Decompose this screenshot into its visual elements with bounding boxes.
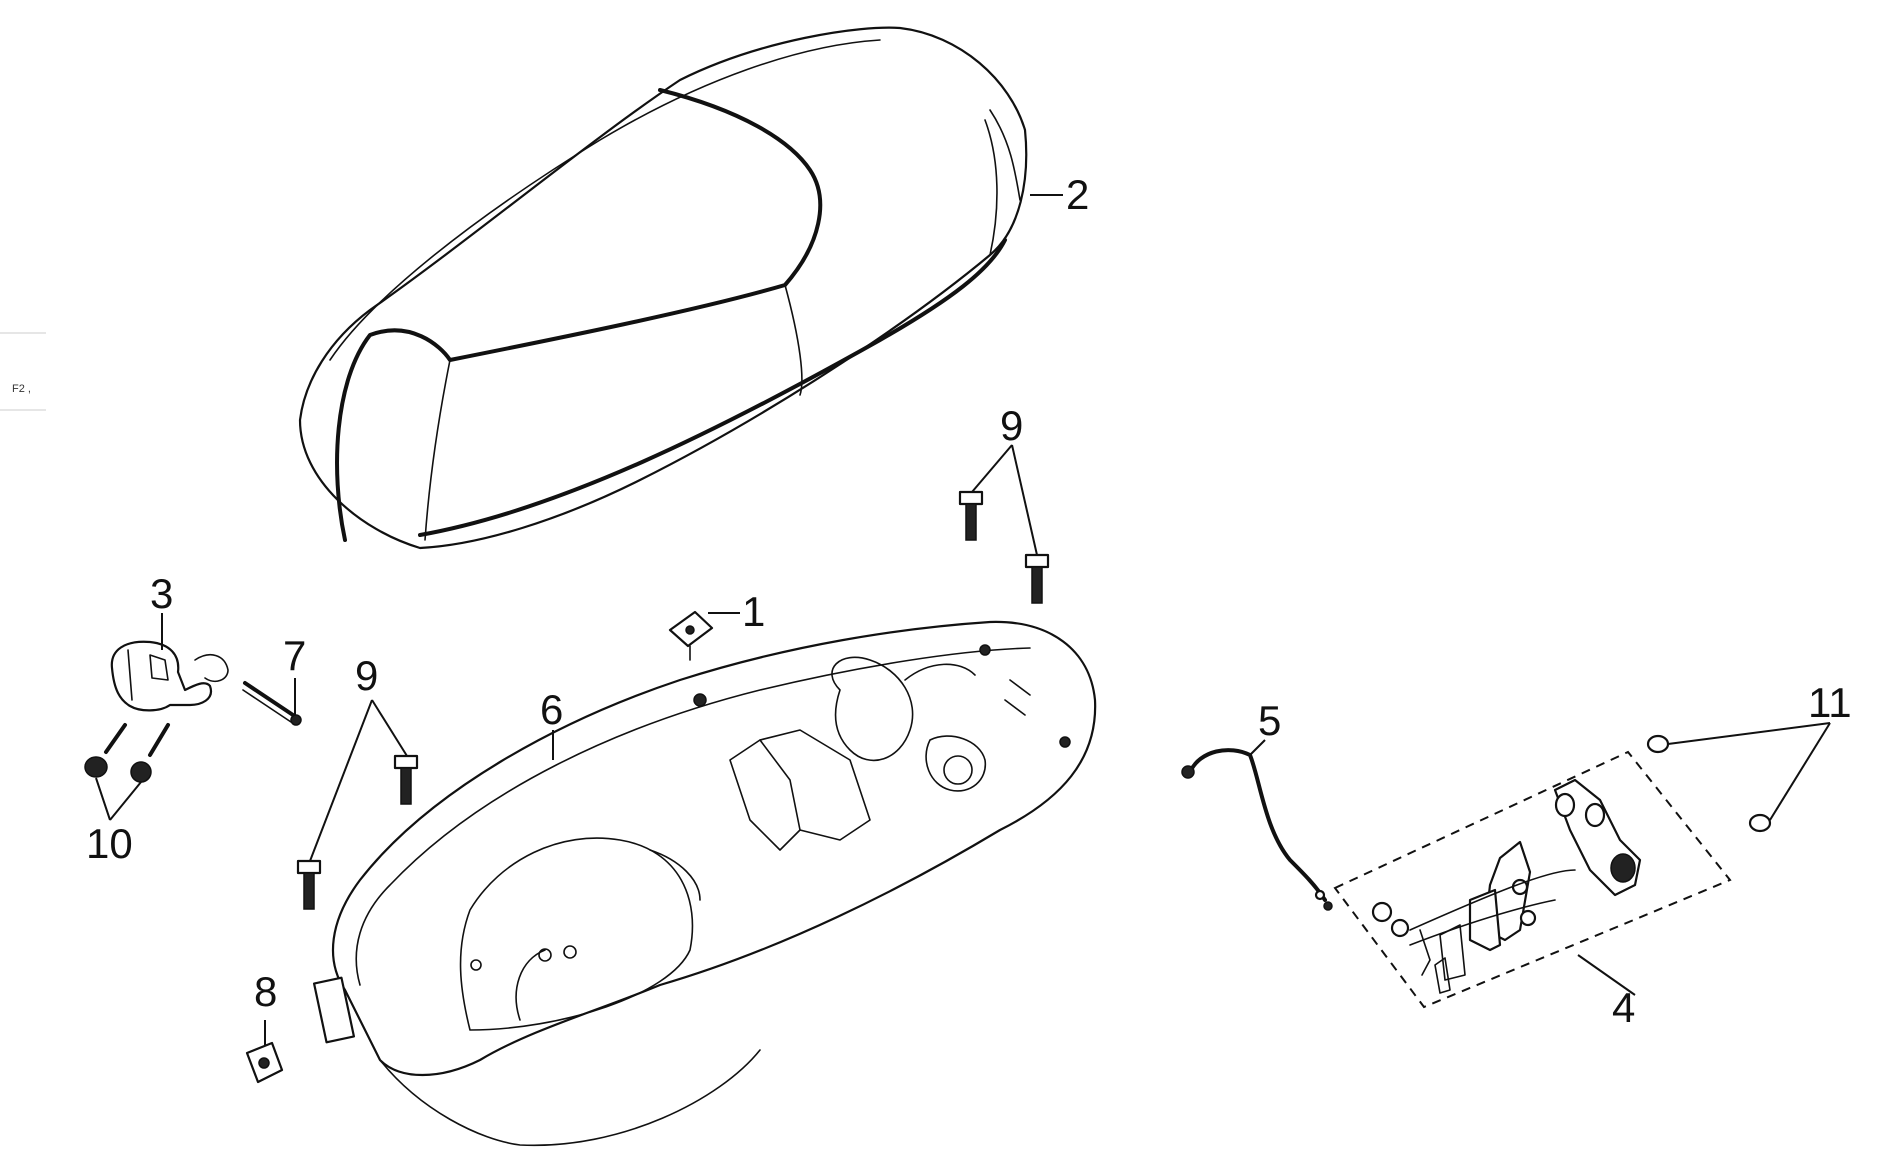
rod-part bbox=[242, 681, 302, 726]
callout-10: 10 bbox=[86, 820, 133, 867]
side-mark-text: F2 , bbox=[12, 383, 31, 395]
callout-3: 3 bbox=[150, 570, 173, 617]
lock-assembly-part bbox=[1333, 734, 1772, 1009]
seat-part bbox=[298, 26, 1028, 550]
callout-6: 6 bbox=[540, 686, 563, 733]
bolt-part-lower-left bbox=[393, 754, 419, 805]
bolt-part-lower-right bbox=[296, 859, 322, 910]
callout-4: 4 bbox=[1612, 984, 1635, 1031]
cable-part bbox=[1181, 748, 1333, 911]
plate-part bbox=[245, 1041, 284, 1084]
callout-2: 2 bbox=[1066, 171, 1089, 218]
callout-1: 1 bbox=[742, 588, 765, 635]
leader-lines bbox=[95, 194, 1831, 1045]
callout-9-lower: 9 bbox=[355, 652, 378, 699]
callout-8: 8 bbox=[254, 968, 277, 1015]
clip-part bbox=[668, 610, 714, 661]
left-edge-mark: F2 , bbox=[0, 332, 46, 411]
bolt-part-upper-right bbox=[1024, 553, 1050, 604]
bolt-part-upper-left bbox=[958, 490, 984, 541]
callout-11: 11 bbox=[1808, 679, 1852, 726]
callout-7: 7 bbox=[283, 632, 306, 679]
callout-labels: 2 9 1 3 7 9 6 10 8 5 11 4 bbox=[86, 171, 1852, 1031]
callout-9-upper: 9 bbox=[1000, 402, 1023, 449]
nuts-part bbox=[84, 723, 170, 783]
helmet-box-part bbox=[312, 620, 1097, 1147]
latch-part bbox=[110, 640, 229, 712]
callout-5: 5 bbox=[1258, 697, 1281, 744]
